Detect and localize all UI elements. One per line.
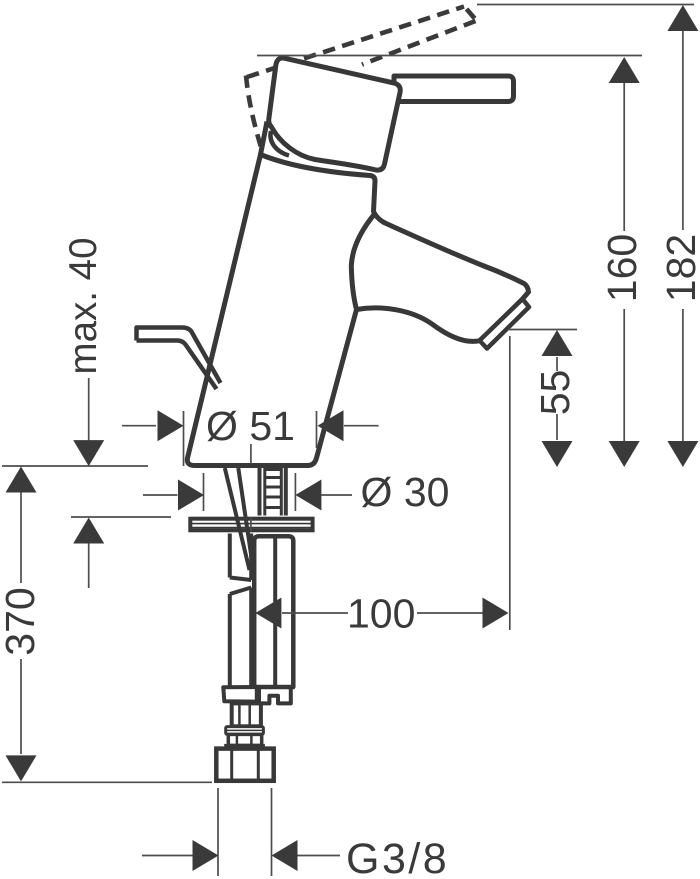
svg-text:Ø 51: Ø 51 <box>206 403 295 449</box>
svg-text:182: 182 <box>658 234 700 302</box>
svg-text:160: 160 <box>599 234 645 302</box>
svg-text:Ø 30: Ø 30 <box>361 469 450 515</box>
svg-text:370: 370 <box>0 587 43 655</box>
svg-text:55: 55 <box>532 370 578 416</box>
svg-text:100: 100 <box>347 591 415 637</box>
svg-text:max. 40: max. 40 <box>62 238 105 375</box>
svg-text:G3/8: G3/8 <box>346 835 449 879</box>
